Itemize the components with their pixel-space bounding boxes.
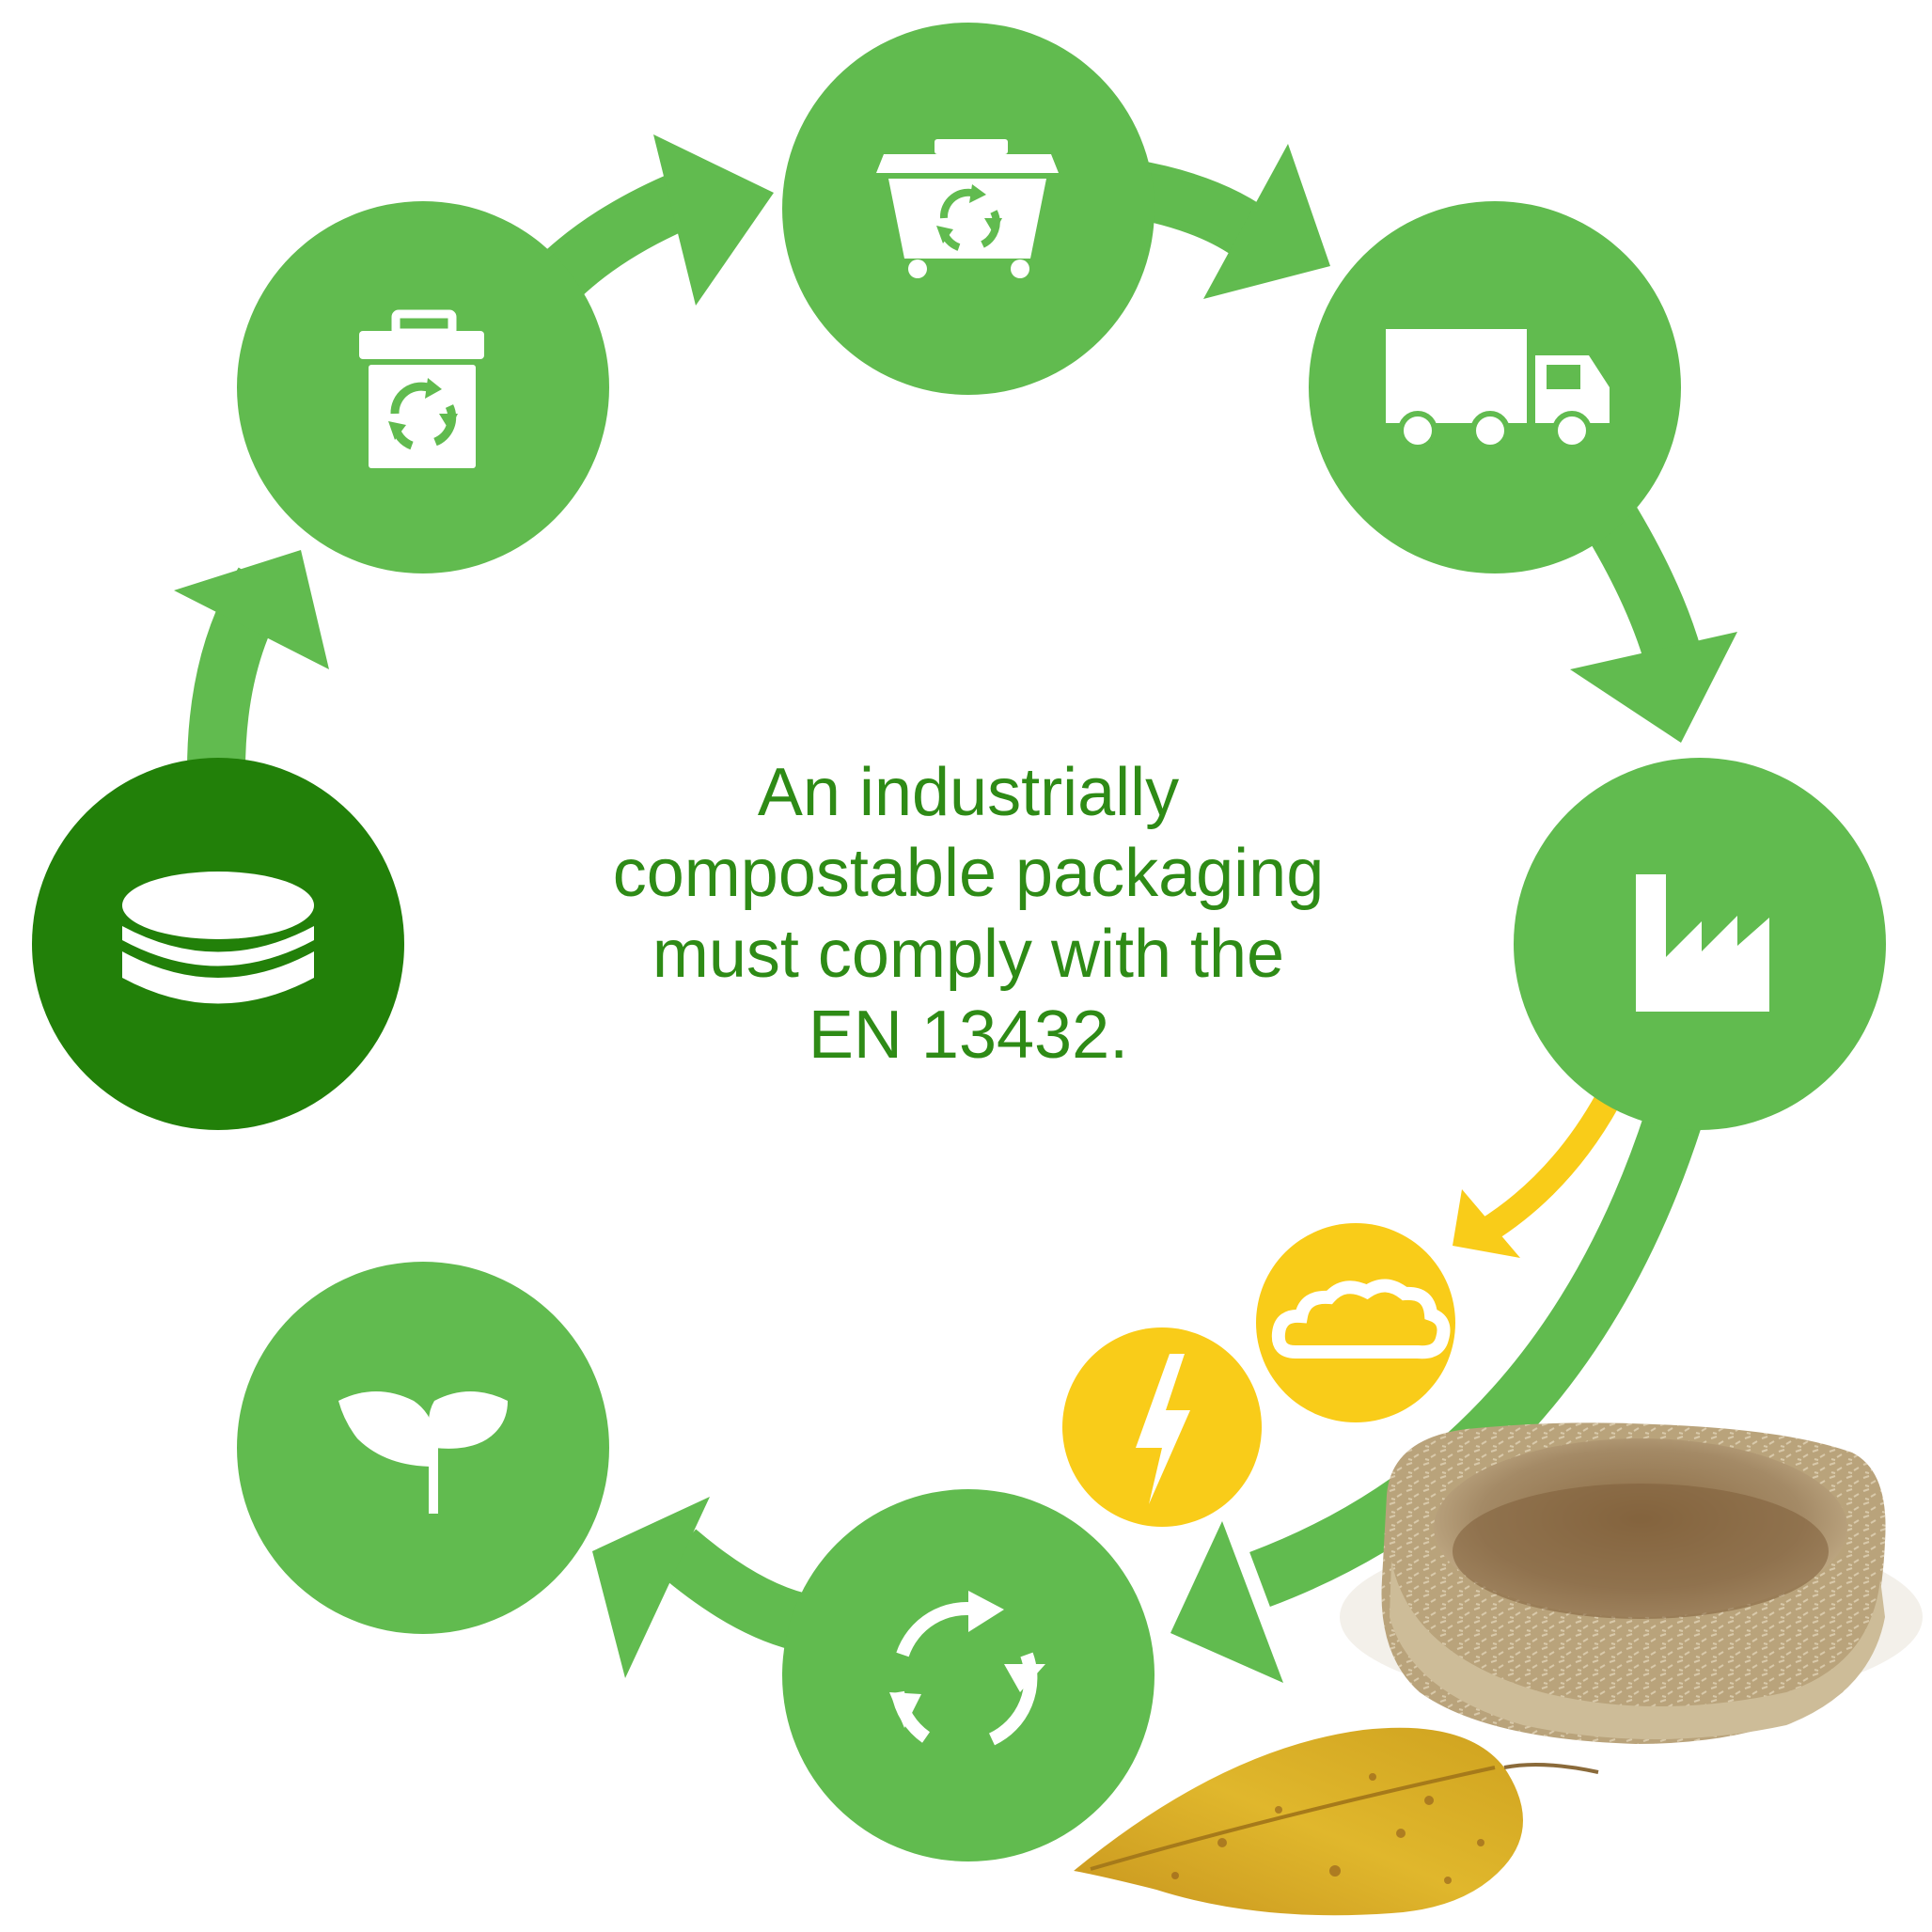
arrowhead-container <box>653 134 774 306</box>
arrow-bin-to-container <box>534 175 689 304</box>
arrowhead-truck <box>1203 144 1330 299</box>
step-circle-packaging <box>32 758 404 1130</box>
byproduct-circle-biogas <box>1256 1223 1455 1422</box>
flow-arrows <box>174 134 1737 1683</box>
arrowhead-sprout <box>592 1497 710 1678</box>
arrow-factory-to-compost <box>1249 1109 1702 1608</box>
center-statement-line-4: EN 13432. <box>808 997 1129 1073</box>
center-statement-line-1: An industrially <box>757 755 1180 830</box>
center-statement-line-2: compostable packaging <box>612 836 1325 911</box>
compostable-tray-with-leaf-image <box>1074 1422 1923 1916</box>
recycling-bin-icon <box>359 309 484 468</box>
center-statement-line-3: must comply with the <box>652 917 1285 992</box>
lightning-icon <box>1136 1354 1190 1504</box>
arrowhead-factory <box>1570 632 1737 743</box>
cloud-icon <box>1271 1279 1451 1359</box>
center-statement: An industrially compostable packaging mu… <box>526 752 1410 1076</box>
step-circle-compost <box>782 1489 1154 1861</box>
factory-icon <box>1636 874 1769 1012</box>
packaging-disc-icon <box>122 872 314 1004</box>
recycle-arrows-icon <box>889 1591 1045 1746</box>
sprout-icon <box>338 1391 508 1514</box>
byproduct-arrowhead <box>1453 1189 1520 1258</box>
recycling-container-icon <box>876 139 1059 278</box>
byproduct-arrow <box>1453 1093 1620 1258</box>
arrow-compost-to-sprout <box>657 1529 808 1651</box>
truck-icon <box>1386 329 1610 450</box>
arrowhead-compost <box>1170 1521 1283 1683</box>
arrow-truck-to-factory <box>1582 499 1702 667</box>
arrowhead-bin <box>174 550 329 669</box>
